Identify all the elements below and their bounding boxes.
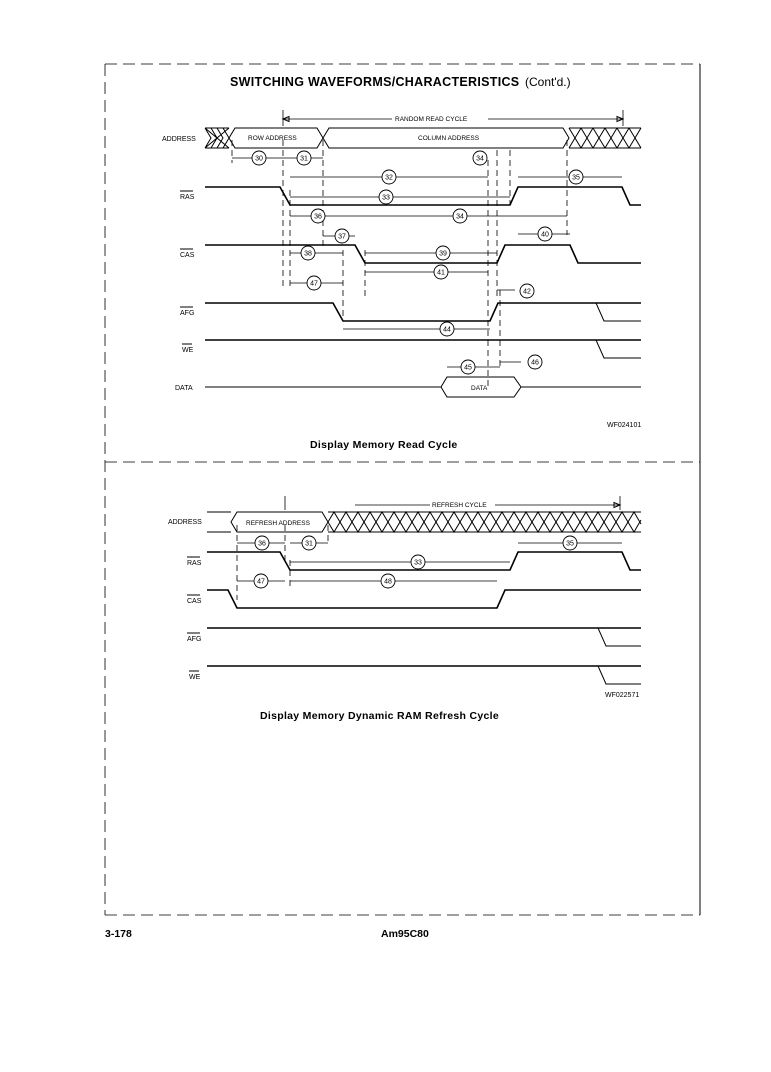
param-marker: 46 (531, 360, 539, 367)
param-marker: 37 (338, 234, 346, 241)
cas-waveform (205, 244, 641, 264)
param-marker: 47 (310, 281, 318, 288)
figure-code: WF024101 (607, 422, 641, 429)
afg-waveform (205, 302, 641, 322)
param-marker: 32 (385, 175, 393, 182)
param-marker: 42 (523, 289, 531, 296)
section-title: SWITCHING WAVEFORMS/CHARACTERISTICS (230, 75, 519, 89)
address-bus-waveform: REFRESH ADDRESS (207, 511, 642, 533)
cycle-label: REFRESH CYCLE (432, 502, 487, 509)
signal-label-address: ADDRESS (162, 136, 196, 143)
param-marker: 36 (258, 541, 266, 548)
timing-dimension-lines (237, 542, 622, 582)
address-bus-waveform: ROW ADDRESS COLUMN ADDRESS (204, 127, 642, 149)
param-marker: 35 (566, 541, 574, 548)
cas-waveform (207, 589, 641, 609)
param-marker: 31 (305, 541, 313, 548)
signal-label-we: WE (182, 347, 194, 354)
signal-label-address: ADDRESS (168, 519, 202, 526)
signal-label-we: WE (189, 674, 201, 681)
param-marker: 30 (255, 156, 263, 163)
refresh-cycle-diagram: ADDRESS RAS CAS AFG WE REFRESH CYCLE REF… (168, 496, 642, 722)
param-marker: 44 (443, 327, 451, 334)
param-marker: 31 (300, 156, 308, 163)
column-address-label: COLUMN ADDRESS (418, 135, 480, 142)
figure-caption: Display Memory Dynamic RAM Refresh Cycle (260, 710, 499, 722)
param-marker: 48 (384, 579, 392, 586)
param-marker: 33 (414, 560, 422, 567)
param-marker: 41 (437, 270, 445, 277)
signal-label-afg: AFG (187, 636, 201, 643)
param-marker: 40 (541, 232, 549, 239)
signal-label-cas: CAS (180, 252, 195, 259)
signal-label-afg: AFG (180, 310, 194, 317)
figure-caption: Display Memory Read Cycle (310, 439, 458, 451)
param-marker: 39 (439, 251, 447, 258)
ras-waveform (207, 551, 641, 571)
param-marker: 34 (456, 214, 464, 221)
section-title-suffix: (Cont'd.) (525, 75, 571, 89)
figure-code: WF022571 (605, 692, 639, 699)
param-marker: 34 (476, 156, 484, 163)
part-number: Am95C80 (381, 928, 429, 940)
read-cycle-diagram: ADDRESS RAS CAS AFG WE DATA RANDOM READ … (162, 110, 642, 451)
signal-label-data: DATA (175, 385, 193, 392)
signal-label-ras: RAS (187, 560, 202, 567)
param-marker: 35 (572, 175, 580, 182)
page-number: 3-178 (105, 928, 132, 940)
ras-waveform (205, 186, 641, 206)
cycle-label: RANDOM READ CYCLE (395, 116, 468, 123)
timing-parameter-markers: 30 31 32 33 34 35 36 34 37 40 38 39 47 4… (251, 150, 584, 375)
signal-label-ras: RAS (180, 194, 195, 201)
timing-parameter-markers: 36 31 33 35 47 48 (253, 535, 578, 589)
param-marker: 33 (382, 195, 390, 202)
signal-label-cas: CAS (187, 598, 202, 605)
page-frame (104, 63, 701, 916)
param-marker: 47 (257, 579, 265, 586)
row-address-label: ROW ADDRESS (248, 135, 297, 142)
refresh-address-label: REFRESH ADDRESS (246, 520, 311, 527)
data-valid-label: DATA (471, 385, 488, 392)
param-marker: 36 (314, 214, 322, 221)
param-marker: 45 (464, 365, 472, 372)
param-marker: 38 (304, 251, 312, 258)
